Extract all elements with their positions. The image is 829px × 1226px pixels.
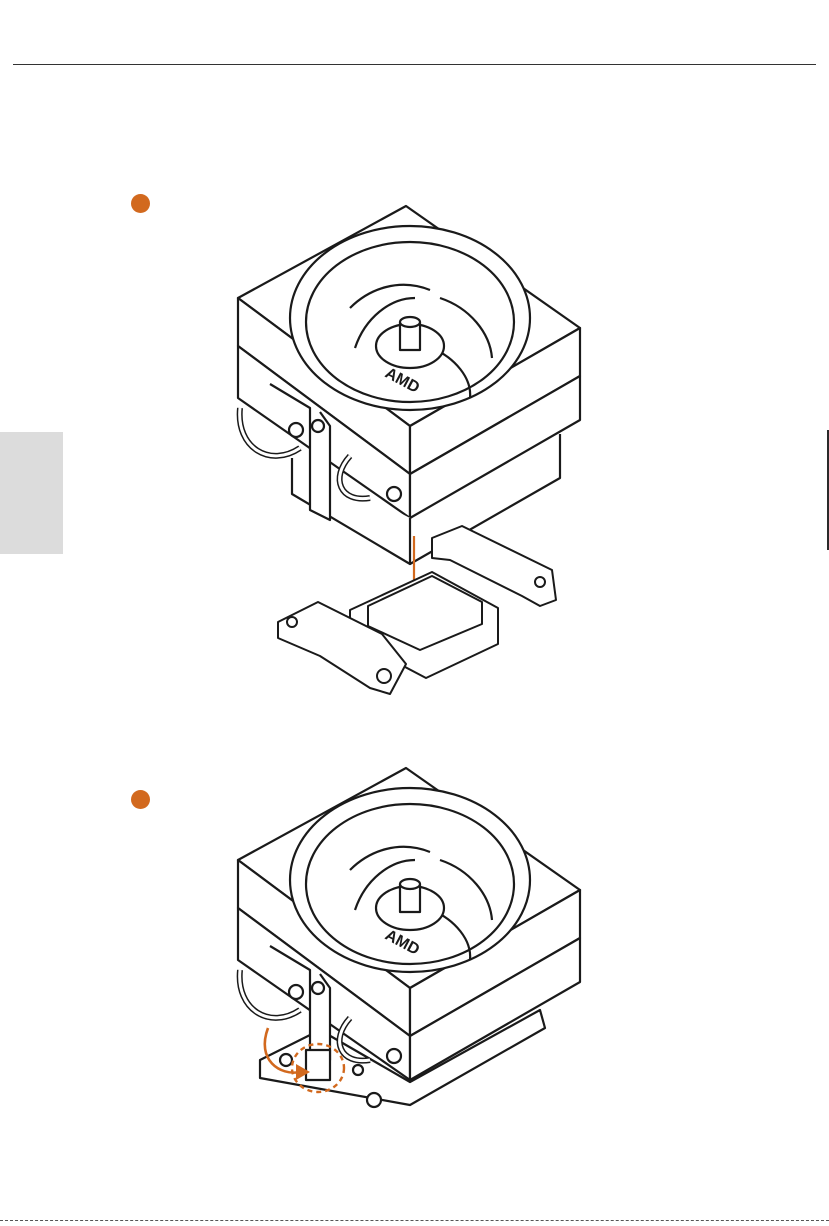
lever-pin <box>387 487 401 501</box>
step-1-dot-icon <box>131 194 150 213</box>
lever-pin <box>289 423 303 437</box>
step-2-dot-icon <box>131 790 150 809</box>
figure-cooler-mounted: AMD <box>200 760 600 1135</box>
bracket-screw <box>367 1093 381 1107</box>
lever-screw <box>312 982 324 994</box>
bracket-screw <box>280 1054 292 1066</box>
lever-pin <box>387 1049 401 1063</box>
bracket-screw <box>353 1065 363 1075</box>
retention-hook <box>306 1050 330 1080</box>
side-language-tab <box>0 432 63 554</box>
figure-cooler-above-socket: AMD <box>200 198 600 708</box>
lever-pin <box>289 985 303 999</box>
lever-screw <box>312 420 324 432</box>
header-rule <box>13 64 816 65</box>
footer-rule <box>0 1220 829 1221</box>
